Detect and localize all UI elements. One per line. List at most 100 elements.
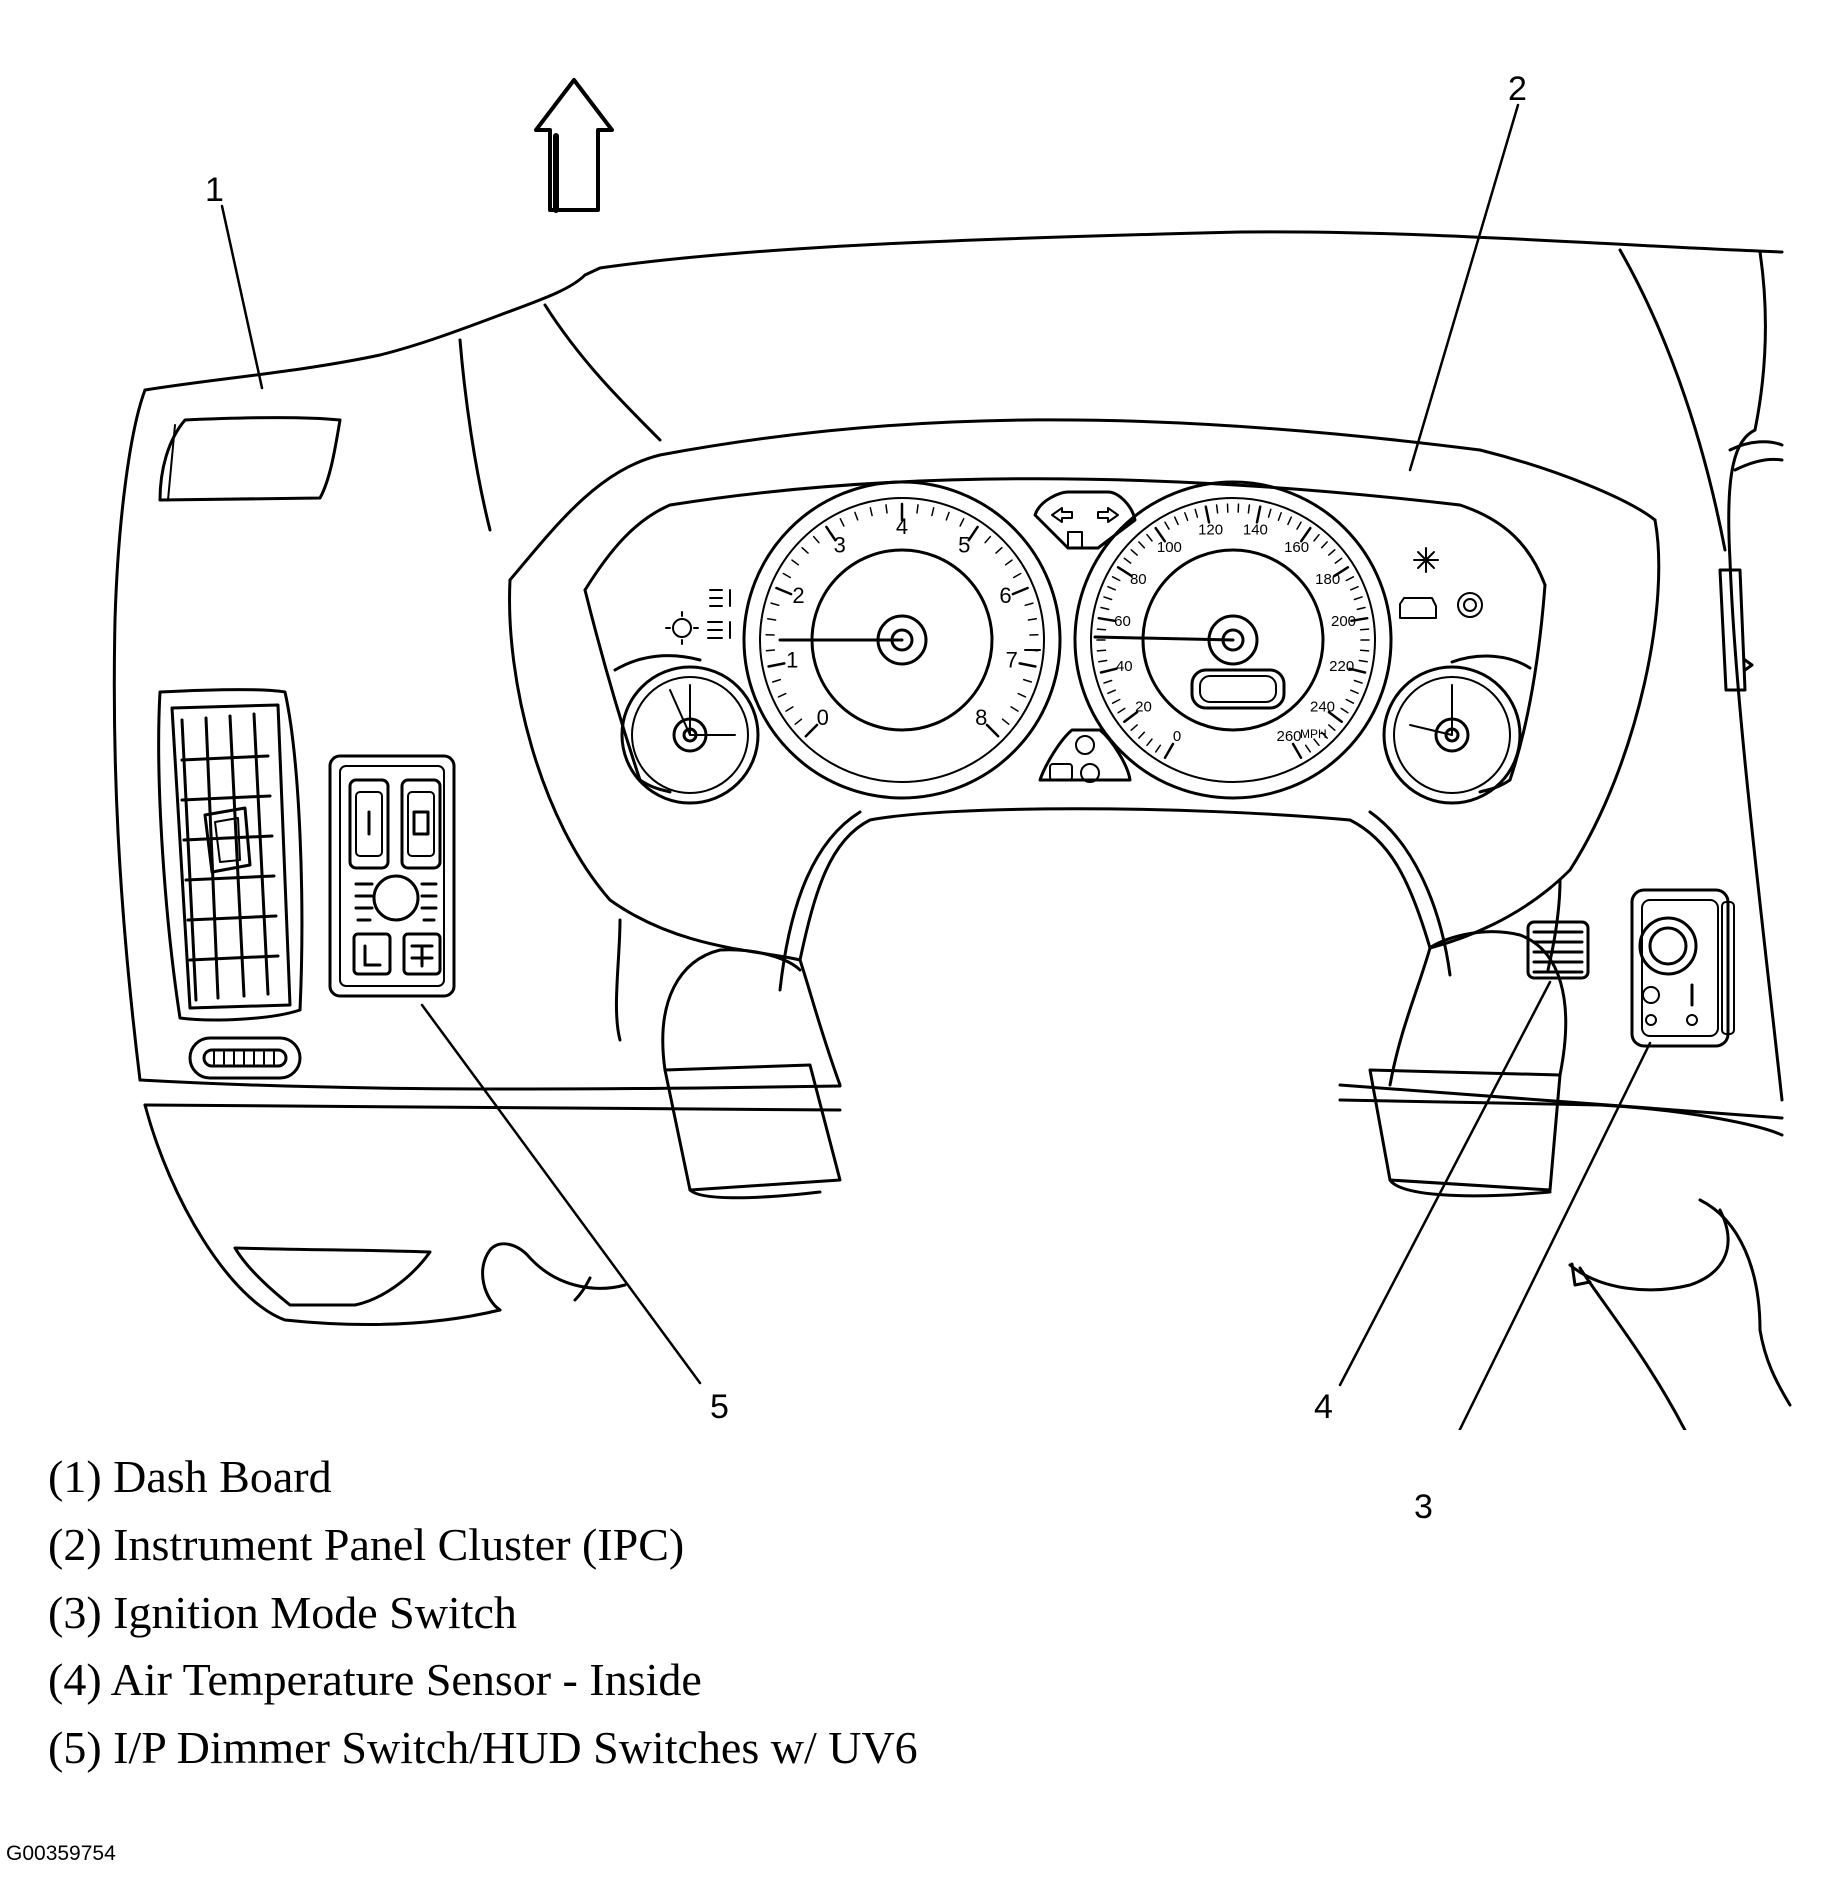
speedo-tick-label-tick — [1345, 698, 1355, 704]
ignition-mode-switch — [1630, 888, 1735, 1048]
legend-item-dimmer-hud-switches: (5) I/P Dimmer Switch/HUD Switches w/ UV… — [48, 1722, 918, 1773]
speedo-tick-label-tick — [1164, 521, 1170, 530]
speedo-tick-label-tick — [1215, 504, 1219, 514]
speedo-tick-label-tick — [1350, 689, 1359, 695]
speedo-tick-label: 220 — [1329, 658, 1354, 675]
speedo-tick-label: 160 — [1284, 539, 1309, 556]
speedo-tick-label-tick — [1096, 649, 1107, 652]
speedo-unit-label: MPH — [1300, 727, 1327, 741]
speedo-tick-label-tick — [1116, 566, 1133, 578]
forward-arrow-icon — [534, 78, 614, 212]
tach-tick-label: 2 — [792, 583, 804, 608]
speedo-tick-label-tick — [1340, 707, 1349, 714]
callout-2: 2 — [1508, 70, 1527, 108]
tach-tick-label: 4 — [896, 514, 908, 539]
tach-tick-label-tick — [785, 706, 794, 712]
tach-tick-label-tick — [775, 586, 793, 596]
speedo-tick-label-tick — [1255, 505, 1262, 524]
tach-tick-label-tick — [825, 525, 837, 542]
speedo-tick-label-tick — [1107, 585, 1116, 591]
speedo-tick-label-tick — [1099, 667, 1118, 674]
legend-item-ignition-mode-switch: (3) Ignition Mode Switch — [48, 1587, 517, 1638]
tach-tick-label-tick — [984, 535, 992, 544]
tach-tick-label: 3 — [834, 533, 846, 558]
tach-tick-label-tick — [1010, 706, 1019, 712]
speedo-tick-label-tick — [1107, 689, 1116, 695]
speedo-tick-label-tick — [1098, 659, 1108, 663]
tach-tick-label: 6 — [999, 583, 1011, 608]
speedo-tick-label: 80 — [1130, 571, 1147, 588]
tach-tick-label-tick — [1024, 602, 1034, 607]
air-temperature-sensor — [1526, 920, 1590, 980]
speedo-tick-label-tick — [1173, 516, 1179, 526]
speedo-tick-label-tick — [1103, 679, 1113, 684]
speedo-tick-label-tick — [1117, 707, 1126, 714]
speedo-tick-label-tick — [1345, 576, 1355, 582]
speedo-tick-label: 140 — [1243, 521, 1268, 538]
tach-tick-label-tick — [916, 504, 919, 514]
speedo-tick-label-tick — [1304, 744, 1312, 753]
speedo-tick-label-tick — [1111, 576, 1121, 582]
speedo-tick-label-tick — [1123, 710, 1139, 723]
tach-tick-label-tick — [765, 649, 776, 652]
leader-lines — [220, 103, 1652, 1430]
dash-board — [112, 230, 1792, 1430]
tach-tick-label-tick — [1022, 678, 1033, 683]
tach-tick-label-tick — [1011, 586, 1029, 596]
lower-left-cutout — [233, 1246, 432, 1307]
tach-tick-label-tick — [801, 546, 809, 554]
speedo-tick-label: 200 — [1331, 613, 1356, 630]
speedo-tick-label-tick — [1154, 526, 1167, 543]
tach-tick-label-tick — [766, 617, 777, 621]
tach-tick-label-tick — [839, 518, 845, 527]
speedo-tick-label-tick — [1146, 738, 1153, 747]
callout-3: 3 — [1414, 1488, 1433, 1526]
speedo-tick-label-tick — [1247, 504, 1251, 514]
steering-column-opening — [661, 807, 1568, 1200]
speedo-tick-label-tick — [1130, 549, 1138, 556]
lower-vent-slot — [188, 1036, 302, 1080]
tach-tick-label-tick — [885, 504, 888, 514]
tach-tick-label-tick — [1028, 649, 1039, 652]
tach-tick-label-tick — [767, 662, 786, 668]
speedo-tick-label-tick — [1123, 557, 1132, 564]
tach-tick-label: 1 — [786, 648, 798, 673]
speedo-tick-label-tick — [1359, 628, 1370, 631]
speedo-tick-label-tick — [1320, 731, 1328, 739]
tach-tick-label-tick — [945, 511, 950, 521]
speedo-tick-label-tick — [1103, 596, 1113, 601]
speedo-tick-label-tick — [1277, 512, 1282, 522]
dash-board-diagram: 0123456780204060801001201401601802002202… — [112, 78, 1792, 1430]
callout-1: 1 — [205, 171, 224, 209]
tach-tick-label-tick — [770, 602, 780, 607]
speedo-tick-label: 100 — [1157, 539, 1182, 556]
speedo-tick-label: 40 — [1116, 658, 1133, 675]
tach-tick-label: 8 — [975, 705, 987, 730]
speedo-tick-label-tick — [1138, 731, 1146, 739]
speedo-tick-label-tick — [1348, 667, 1367, 674]
speedo-tick-label-tick — [1130, 724, 1138, 731]
speedo-tick-label-tick — [1163, 742, 1175, 760]
speedo-tick-label-tick — [1328, 724, 1336, 731]
speedo-tick-label-tick — [1100, 606, 1110, 611]
tach-tick-label-tick — [1018, 662, 1037, 668]
tach-tick-label-tick — [959, 518, 965, 527]
instrument-panel-cluster — [583, 477, 1547, 805]
speedo-tick-label-tick — [1350, 585, 1359, 591]
upper-left-panel — [158, 416, 342, 502]
speedo-tick-label-tick — [1296, 521, 1302, 530]
tach-tick-label-tick — [985, 723, 1000, 738]
speedo-tick-label-tick — [1333, 566, 1350, 578]
speedo-tick-label-tick — [1138, 541, 1146, 549]
tach-tick-label-tick — [812, 535, 820, 544]
speedo-tick-label-tick — [1204, 505, 1211, 524]
speedo-tick-label-tick — [1154, 744, 1162, 753]
speedo-tick-label-tick — [1327, 710, 1343, 723]
speedo-tick-label: 20 — [1135, 698, 1152, 715]
tach-tick-label-tick — [1027, 617, 1038, 621]
speedo-tick-label-tick — [1287, 516, 1293, 526]
tach-tick-label-tick — [791, 559, 800, 566]
tach-tick-label-tick — [931, 507, 935, 517]
callout-4: 4 — [1314, 1388, 1333, 1426]
tach-tick-label-tick — [782, 572, 792, 579]
